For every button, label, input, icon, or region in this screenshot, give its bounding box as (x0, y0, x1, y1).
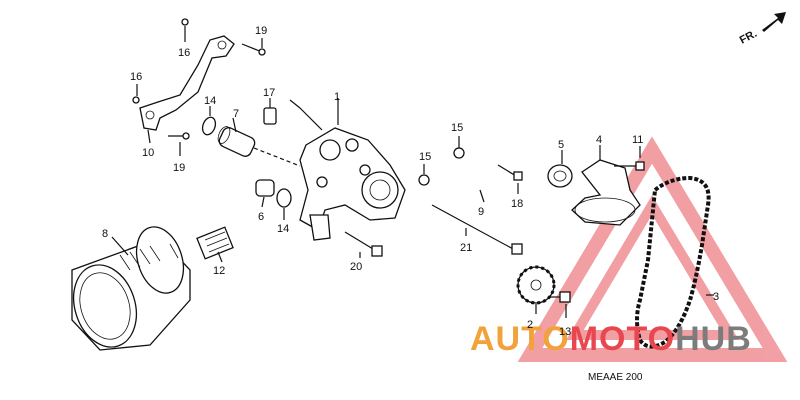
callout-13: 13 (559, 326, 571, 338)
part-oil-pump (289, 98, 406, 241)
watermark-hub: HUB (675, 320, 752, 358)
callout-15-top: 15 (451, 122, 463, 134)
part-bolt-19-top (241, 38, 266, 56)
callout-6: 6 (258, 211, 264, 223)
callout-21: 21 (460, 242, 472, 254)
watermark-logo-triangles (517, 136, 788, 362)
part-bolt-20 (344, 231, 383, 258)
callout-8: 8 (102, 228, 108, 240)
part-collar-6 (255, 179, 275, 208)
part-washer-15-a (418, 164, 430, 186)
callout-labels: 1 2 3 4 5 6 7 8 9 10 11 12 13 14 14 15 1… (102, 25, 719, 338)
part-bolt-11 (614, 146, 645, 171)
watermark-moto: MOTO (570, 320, 675, 358)
part-oil-pipe-9 (431, 157, 498, 203)
part-dowel-17 (263, 98, 277, 125)
part-sprocket-2 (516, 265, 556, 314)
part-strainer-4 (571, 145, 641, 226)
part-bolt-21 (431, 204, 523, 255)
front-arrow-icon (762, 12, 786, 32)
part-drive-chain-3 (635, 175, 714, 349)
watermark-text: AUTOMOTOHUB (470, 320, 752, 358)
svg-text:AUTOMOTOHUB: AUTOMOTOHUB (470, 320, 752, 358)
callout-15-left: 15 (419, 151, 431, 163)
front-direction-indicator: FR. (738, 12, 786, 47)
callout-11: 11 (632, 134, 643, 146)
callout-18: 18 (511, 198, 523, 210)
part-bolt-16-top (181, 18, 189, 42)
front-direction-label: FR. (738, 28, 759, 47)
part-collar-7 (217, 117, 301, 167)
part-bolt-13 (548, 291, 571, 318)
part-o-ring-14-top (201, 106, 217, 136)
callout-19-left: 19 (173, 162, 185, 174)
callout-19-top: 19 (255, 25, 267, 37)
part-o-ring-14-bottom (276, 188, 292, 220)
part-bolt-19-left (168, 132, 190, 156)
diagram-code: MEAAE 200 (588, 372, 643, 383)
callout-5: 5 (558, 139, 564, 151)
callout-9: 9 (478, 206, 484, 218)
callout-20: 20 (350, 261, 362, 273)
part-nut-5 (547, 150, 573, 188)
part-bolt-18 (497, 164, 523, 194)
watermark-auto: AUTO (470, 320, 570, 358)
callout-4: 4 (596, 134, 602, 146)
part-oil-filter-boss (196, 226, 234, 263)
callout-7: 7 (233, 108, 239, 120)
callout-3: 3 (713, 291, 719, 303)
callout-16-left: 16 (130, 71, 142, 83)
callout-14-bottom: 14 (277, 223, 289, 235)
part-washer-15-b (453, 136, 465, 159)
callout-10: 10 (142, 147, 154, 159)
callout-1: 1 (334, 91, 340, 103)
part-bracket-10 (139, 35, 235, 144)
callout-2: 2 (527, 319, 533, 331)
callout-12: 12 (213, 265, 225, 277)
callout-17: 17 (263, 87, 275, 99)
callout-16-top: 16 (178, 47, 190, 59)
part-oil-filter (71, 226, 191, 351)
callout-14-top: 14 (204, 95, 216, 107)
part-bolt-16-left (132, 84, 140, 104)
